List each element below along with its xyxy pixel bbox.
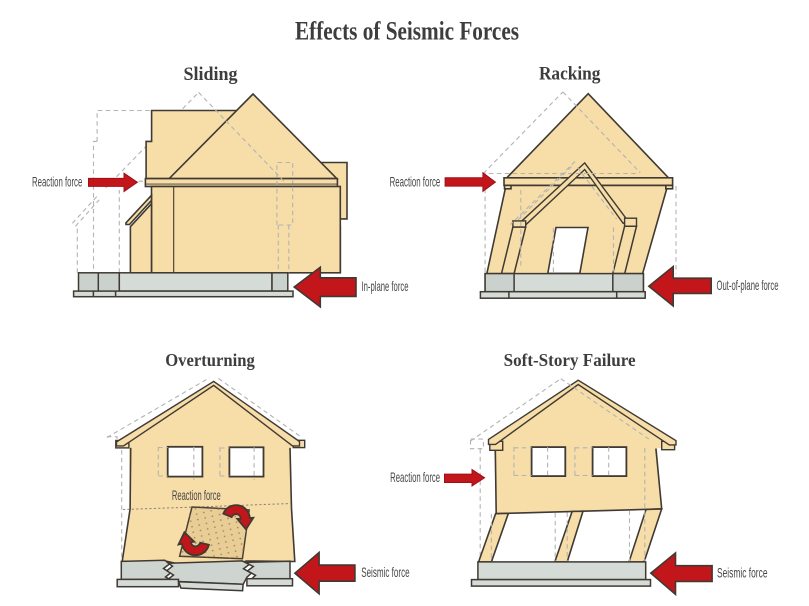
svg-text:Out-of-plane force: Out-of-plane force <box>717 277 779 293</box>
svg-text:Sliding: Sliding <box>184 64 238 85</box>
svg-text:Reaction force: Reaction force <box>32 173 82 189</box>
svg-text:Reaction force: Reaction force <box>172 487 221 503</box>
svg-text:In-plane force: In-plane force <box>362 278 409 294</box>
svg-text:Soft-Story Failure: Soft-Story Failure <box>504 350 636 370</box>
svg-text:Racking: Racking <box>539 64 601 85</box>
svg-text:Reaction force: Reaction force <box>390 173 441 189</box>
svg-text:Effects of Seismic Forces: Effects of Seismic Forces <box>295 16 519 45</box>
svg-text:Overturning: Overturning <box>165 350 255 370</box>
svg-text:Reaction force: Reaction force <box>390 469 440 485</box>
svg-text:Seismic force: Seismic force <box>717 564 768 580</box>
svg-text:Seismic force: Seismic force <box>361 564 410 580</box>
